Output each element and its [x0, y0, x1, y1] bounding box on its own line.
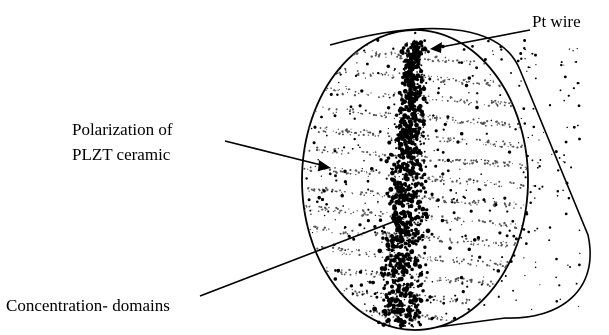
- polarization-label-line2: PLZT ceramic: [72, 145, 171, 164]
- pt-wire-label: Pt wire: [532, 12, 581, 31]
- pt-wire-concentration-band: [371, 40, 432, 329]
- polarization-pointer: [224, 140, 331, 171]
- pt-wire-pointer: [430, 29, 531, 53]
- concentration-domains-label: Concentration- domains: [6, 296, 170, 315]
- concentration-pointer: [199, 217, 404, 297]
- polarization-label-line1: Polarization of: [72, 120, 173, 139]
